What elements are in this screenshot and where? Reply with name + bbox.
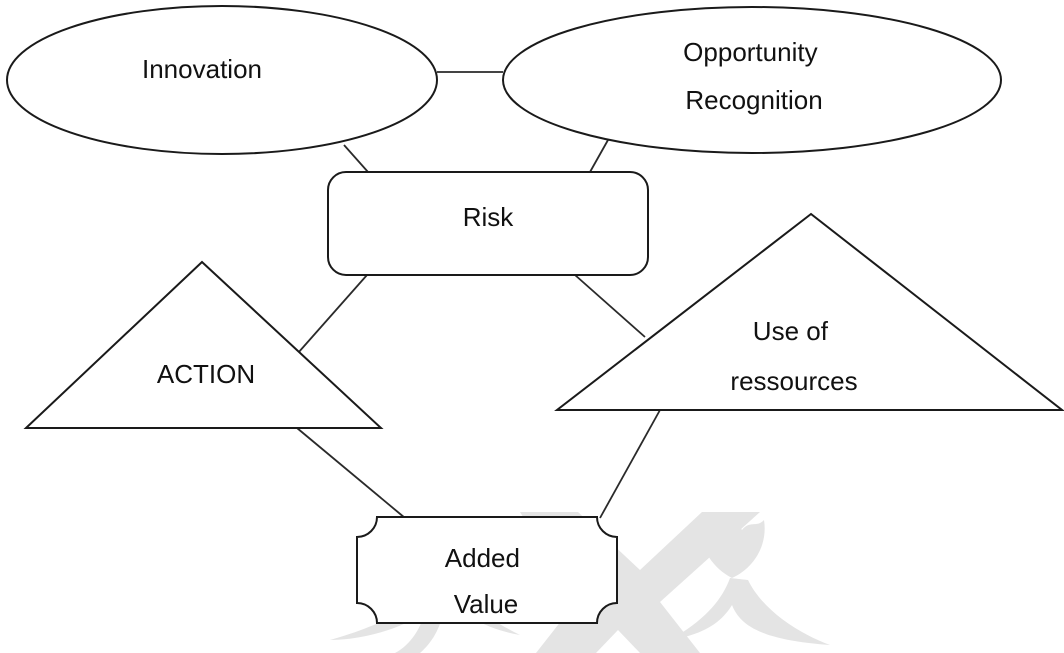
edge-opportunity-risk: [589, 139, 609, 173]
node-added-value: Added Value: [356, 516, 618, 624]
edge-innovation-risk: [343, 144, 369, 173]
edge-risk-resources: [574, 274, 646, 338]
node-action-label: ACTION: [157, 359, 255, 389]
node-risk: Risk: [327, 171, 649, 276]
connectors: [296, 71, 661, 519]
node-action: ACTION: [23, 260, 384, 429]
node-resources-label: Use of ressources: [730, 316, 857, 396]
node-risk-label: Risk: [463, 202, 515, 232]
node-opportunity-recognition: Opportunity Recognition: [502, 6, 1002, 154]
edge-resources-added-value: [599, 409, 661, 519]
node-use-of-resources: Use of ressources: [554, 212, 1064, 411]
edge-risk-action: [297, 274, 368, 354]
node-innovation: Innovation: [6, 5, 438, 155]
node-innovation-label: Innovation: [142, 54, 262, 84]
node-opportunity-label: Opportunity Recognition: [683, 37, 825, 115]
node-added-value-label: Added Value: [445, 543, 527, 619]
edge-action-added-value: [296, 427, 406, 519]
